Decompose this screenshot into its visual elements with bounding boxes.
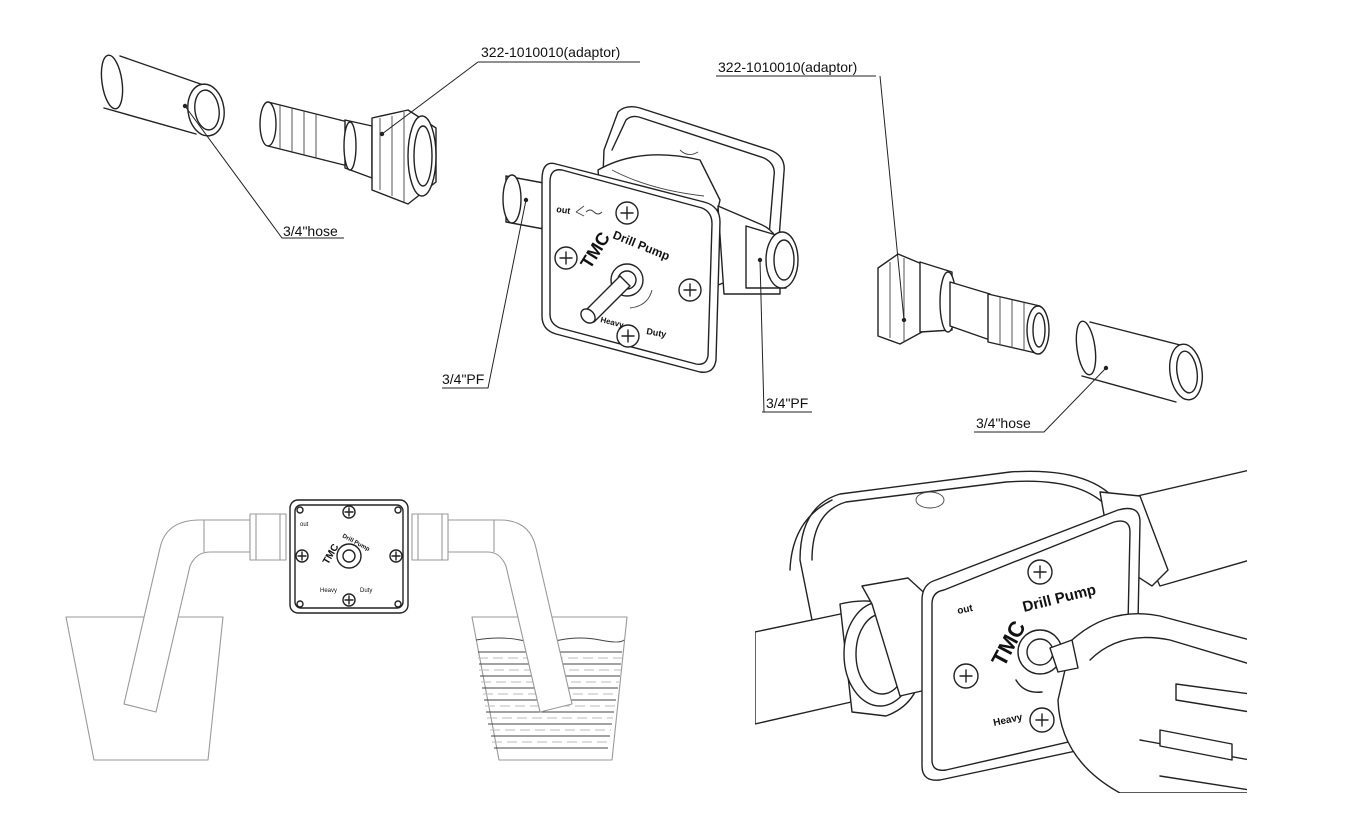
left-hose [100,54,225,137]
adaptor-label-right: 322-1010010(adaptor) [718,59,857,75]
screw-icon [554,201,702,348]
schematic-out-label: out [300,522,309,528]
right-hose [1075,320,1204,403]
exploded-view: out TMC Drill Pump Heavy Duty [100,44,1204,433]
schematic-duty-label: Duty [360,588,372,594]
screw-icon [953,559,1055,733]
pump-out-label: out [556,204,571,216]
closeup-out-label: out [956,603,974,617]
pump-exploded: out TMC Drill Pump Heavy Duty [502,105,799,373]
hose-label-right: 3/4"hose [976,415,1031,431]
screw-icon [295,505,403,608]
right-adaptor [877,253,1050,355]
left-adaptor [259,101,437,205]
drill-connection-closeup: out TMC Drill Pump Heavy [755,469,1247,793]
hose-label-left: 3/4"hose [283,223,338,239]
leader-lines [182,61,1109,433]
pf-label-left: 3/4"PF [442,371,484,387]
schematic-heavy-label: Heavy [320,588,337,594]
adaptor-label-left: 322-1010010(adaptor) [481,44,620,60]
pump-duty-label: Duty [646,326,667,339]
installation-schematic: out TMC Drill Pump Heavy Duty [65,499,628,761]
pf-label-right: 3/4"PF [766,395,808,411]
